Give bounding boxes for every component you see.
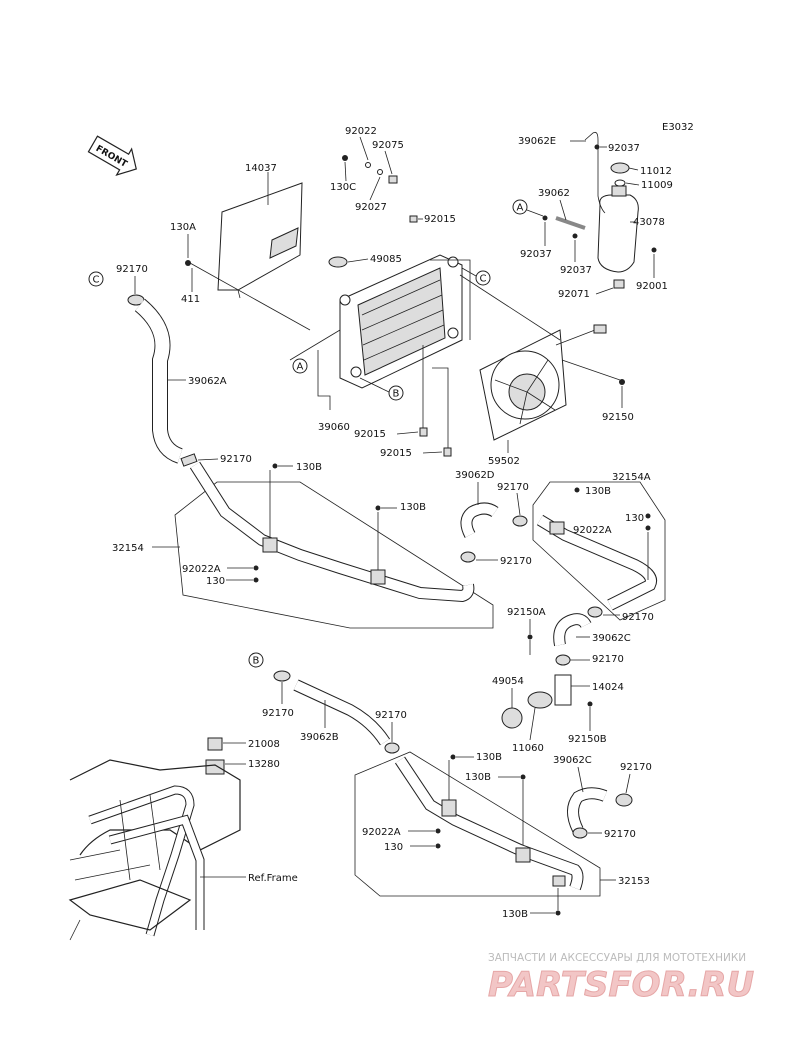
cooling-fan — [479, 324, 607, 441]
watermark-tagline: ЗАПЧАСТИ И АКСЕССУАРЫ ДЛЯ МОТОТЕХНИКИ — [488, 952, 746, 964]
part-label-92015-lower: 92015 — [380, 448, 412, 459]
part-label-92037-left: 92037 — [520, 249, 552, 260]
part-label-92170-f: 92170 — [622, 612, 654, 623]
part-label-39062: 39062 — [538, 188, 570, 199]
part-label-92015-upper: 92015 — [424, 214, 456, 225]
part-label-32153: 32153 — [618, 876, 650, 887]
part-label-92022a-2: 92022A — [573, 525, 612, 536]
part-label-411: 411 — [181, 294, 200, 305]
part-label-32154: 32154 — [112, 543, 144, 554]
frame-reference-illustration — [68, 759, 241, 941]
part-label-130b-1: 130B — [296, 462, 322, 473]
part-label-130b-3: 130B — [585, 486, 611, 497]
svg-text:B: B — [393, 389, 400, 400]
part-label-11012: 11012 — [640, 166, 672, 177]
part-label-92150: 92150 — [602, 412, 634, 423]
part-label-92170-g: 92170 — [592, 654, 624, 665]
part-label-11009: 11009 — [641, 180, 673, 191]
part-label-92037-top: 92037 — [608, 143, 640, 154]
part-label-49054: 49054 — [492, 676, 524, 687]
part-label-92170-k: 92170 — [604, 829, 636, 840]
part-label-92170-left: 92170 — [220, 454, 252, 465]
part-label-130b-5: 130B — [465, 772, 491, 783]
part-label-92170-d: 92170 — [497, 482, 529, 493]
part-label-14037: 14037 — [245, 163, 277, 174]
part-label-130b-6: 130B — [502, 909, 528, 920]
part-label-49085: 49085 — [370, 254, 402, 265]
part-label-39062e: 39062E — [518, 136, 556, 147]
radiator — [339, 254, 463, 389]
ref-frame-label: Ref.Frame — [248, 873, 298, 884]
svg-text:C: C — [93, 275, 100, 286]
part-label-39062c-2: 39062C — [553, 755, 592, 766]
part-label-92150b: 92150B — [568, 734, 607, 745]
part-label-130c: 130C — [330, 182, 356, 193]
part-label-130-1: 130 — [206, 576, 225, 587]
ref-marker-a-left — [292, 358, 308, 374]
part-label-92027: 92027 — [355, 202, 387, 213]
svg-text:C: C — [480, 274, 487, 285]
part-label-92022a-1: 92022A — [182, 564, 221, 575]
front-arrow-icon: FRONT — [87, 135, 137, 177]
ref-marker-c-left — [88, 271, 104, 287]
part-label-92022a-3: 92022A — [362, 827, 401, 838]
svg-text:B: B — [253, 656, 260, 667]
part-label-92037-bottom: 92037 — [560, 265, 592, 276]
part-label-92022: 92022 — [345, 126, 377, 137]
svg-text:A: A — [297, 362, 304, 373]
part-label-43078: 43078 — [633, 217, 665, 228]
ref-marker-b-bottom — [248, 652, 264, 668]
coolant-reservoir — [597, 162, 639, 289]
part-label-11060: 11060 — [512, 743, 544, 754]
part-label-92015-mid: 92015 — [354, 429, 386, 440]
part-label-21008: 21008 — [248, 739, 280, 750]
part-label-59502: 59502 — [488, 456, 520, 467]
part-label-13280: 13280 — [248, 759, 280, 770]
part-label-39062c-1: 39062C — [592, 633, 631, 644]
part-label-130-3: 130 — [384, 842, 403, 853]
part-label-14024: 14024 — [592, 682, 624, 693]
part-label-92150a: 92150A — [507, 607, 546, 618]
watermark-brand: PARTSFOR.RU — [488, 965, 754, 1005]
part-label-130b-4: 130B — [476, 752, 502, 763]
part-label-92170-topleft: 92170 — [116, 264, 148, 275]
ref-marker-a-right — [512, 199, 528, 215]
part-label-92075: 92075 — [372, 140, 404, 151]
ref-marker-c-right — [475, 270, 491, 286]
part-label-92170-h: 92170 — [262, 708, 294, 719]
part-label-92001: 92001 — [636, 281, 668, 292]
part-label-39062d: 39062D — [455, 470, 495, 481]
ref-marker-b-top — [388, 385, 404, 401]
part-label-39060: 39060 — [318, 422, 350, 433]
radiator-screen — [217, 182, 303, 299]
part-label-130a: 130A — [170, 222, 196, 233]
part-label-39062b: 39062B — [300, 732, 339, 743]
part-label-92170-i: 92170 — [375, 710, 407, 721]
diagram-code: E3032 — [662, 122, 694, 133]
part-label-130-2: 130 — [625, 513, 644, 524]
part-label-92170-j: 92170 — [620, 762, 652, 773]
part-label-39062a: 39062A — [188, 376, 227, 387]
part-label-130b-2: 130B — [400, 502, 426, 513]
part-label-32154a: 32154A — [612, 472, 651, 483]
part-label-92170-e: 92170 — [500, 556, 532, 567]
part-label-92071: 92071 — [558, 289, 590, 300]
svg-text:A: A — [517, 203, 524, 214]
